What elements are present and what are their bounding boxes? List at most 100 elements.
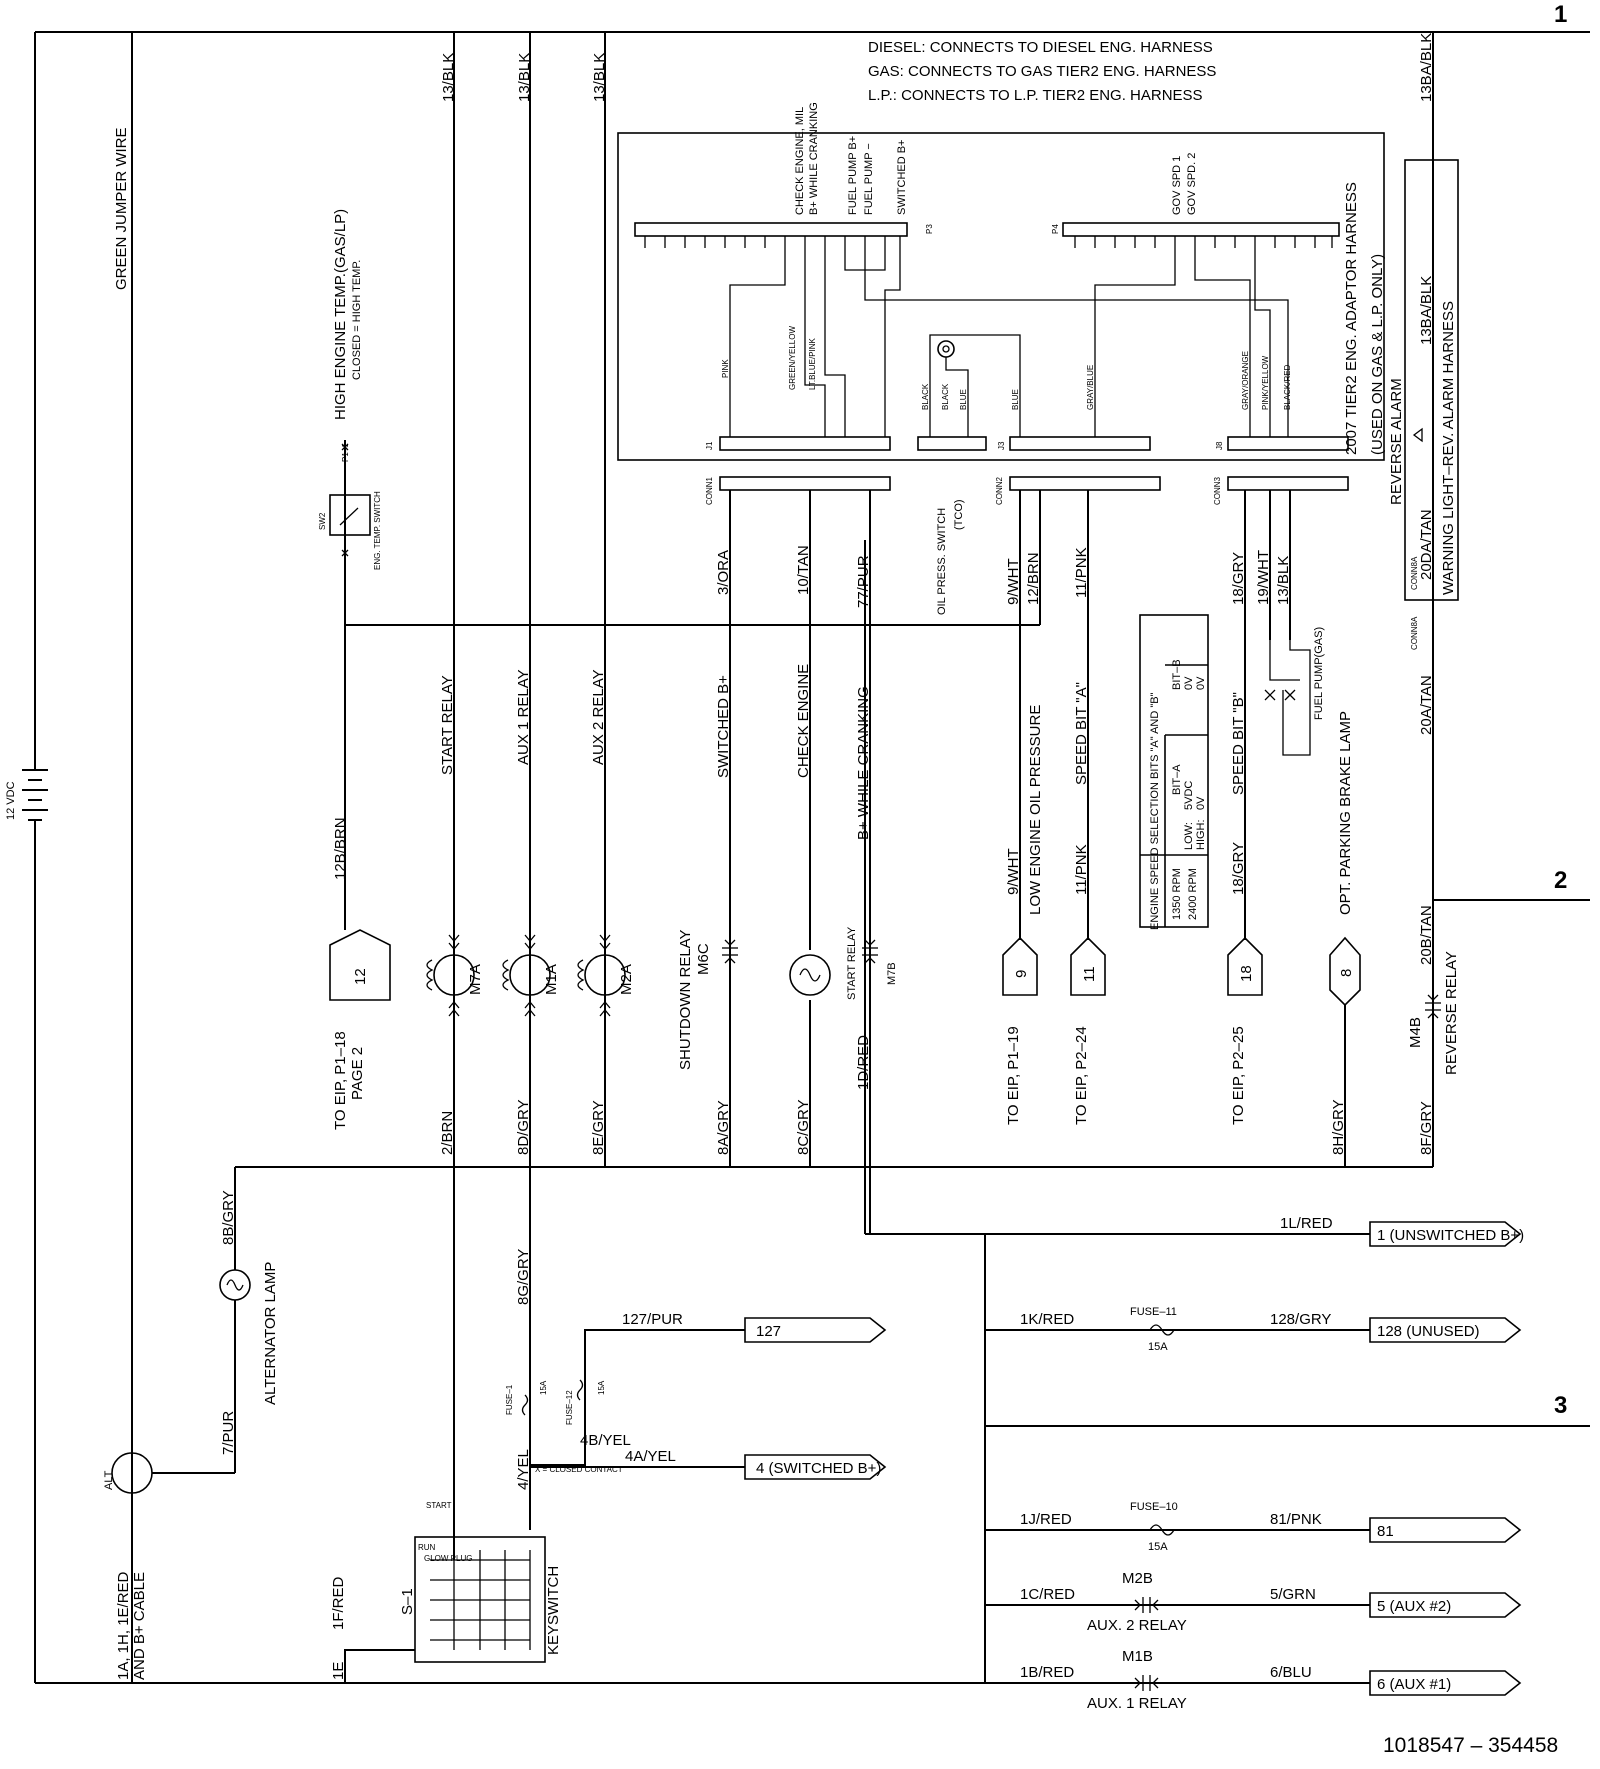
high-temp-circuit: HIGH ENGINE TEMP.(GAS/LP) CLOSED = HIGH …	[318, 209, 391, 1130]
oil-switch-label: OIL PRESS. SWITCH	[936, 508, 948, 615]
p3-label-check-engine: CHECK ENGINE, MIL	[794, 107, 806, 215]
drawing-number: 1018547 – 354458	[1383, 1734, 1558, 1757]
p3-label-fuel-pump-neg: FUEL PUMP −	[863, 143, 875, 215]
note-gas: GAS: CONNECTS TO GAS TIER2 ENG. HARNESS	[868, 63, 1216, 80]
parking-brake-wire: 8H/GRY	[1330, 1099, 1347, 1155]
fuse-10-id: FUSE–10	[1130, 1501, 1178, 1513]
conn2-label: CONN2	[995, 476, 1004, 505]
terminal-18: 18	[1238, 965, 1255, 982]
out-wire-1l: 1L/RED	[1280, 1215, 1333, 1232]
inner-wire-gray-orange: GRAY/ORANGE	[1241, 351, 1250, 410]
shutdown-relay-label: SHUTDOWN RELAY	[677, 929, 694, 1070]
p3-label: P3	[925, 224, 934, 234]
fuse-11-in: 1K/RED	[1020, 1311, 1074, 1328]
fuse-1-id: FUSE–1	[505, 1384, 514, 1415]
speed-table-title: ENGINE SPEED SELECTION BITS "A" AND "B"	[1149, 692, 1161, 930]
conn8a-label-2: CONN8A	[1410, 616, 1419, 650]
speed-col-b: BIT–B	[1171, 659, 1183, 690]
aux1-contact-in: 1B/RED	[1020, 1664, 1074, 1681]
aux1-contact-id: M1B	[1122, 1648, 1153, 1665]
aux1-contact-label: AUX. 1 RELAY	[1087, 1695, 1187, 1712]
conn2-wire-12: 12/BRN	[1025, 552, 1042, 605]
conn3-label-speed-b: SPEED BIT "B"	[1230, 692, 1247, 795]
top-wire-1: 13/BLK	[440, 53, 457, 102]
inner-wire-blue-2: BLUE	[1011, 389, 1020, 410]
conn3-wire-18: 18/GRY	[1230, 552, 1247, 605]
inner-wire-black-red: BLACK/RED	[1283, 364, 1292, 410]
fuse-1-amps: 15A	[539, 1380, 548, 1395]
relay-label-aux1: AUX 1 RELAY	[515, 669, 532, 765]
high-temp-pin: P1–1	[341, 443, 350, 462]
conn3-wire-19: 19/WHT	[1255, 550, 1272, 605]
keyswitch-contact-note: X = CLOSED CONTACT	[535, 1465, 623, 1474]
dest-p2-24: TO EIP, P2–24	[1073, 1026, 1090, 1125]
fuse-12-id: FUSE–12	[565, 1390, 574, 1425]
conn2-mid-11: 11/PNK	[1073, 844, 1090, 895]
terminal-9: 9	[1013, 970, 1030, 978]
keyswitch-start: START	[426, 1501, 452, 1510]
high-temp-sublabel: CLOSED = HIGH TEMP.	[351, 260, 363, 380]
conn1-wire-switched: 3/ORA	[715, 550, 732, 595]
keyswitch-w-4yel: 4/YEL	[515, 1449, 532, 1490]
green-jumper-label: GREEN JUMPER WIRE	[113, 127, 130, 290]
keyswitch-w-1e: 1E	[330, 1662, 347, 1680]
relay-label-aux2: AUX 2 RELAY	[590, 669, 607, 765]
alternator-circuit: ALT ALTERNATOR LAMP 8B/GRY 7/PUR 1A, 1H,…	[103, 1190, 279, 1680]
p3-label-switched: SWITCHED B+	[896, 140, 908, 215]
alternator-cable: 1A, 1H, 1E/RED	[115, 1571, 132, 1680]
out-label-128: 128 (UNUSED)	[1377, 1323, 1480, 1340]
aux2-contact-in: 1C/RED	[1020, 1586, 1075, 1603]
high-temp-terminal: 12	[352, 968, 369, 985]
fuse-11-amps: 15A	[1148, 1341, 1168, 1353]
harness-title: 2007 TIER2 ENG. ADAPTOR HARNESS	[1343, 182, 1360, 455]
reverse-w4: 20B/TAN	[1418, 905, 1435, 965]
page-marker-3: 3	[1554, 1392, 1567, 1419]
connector-row: CONN1 CONN2 CONN3 OIL PRESS. SWITCH (TCO…	[705, 476, 1349, 615]
relay-id-aux2: M2A	[618, 964, 635, 995]
wire-4b: 4B/YEL	[580, 1432, 631, 1449]
speed-low: LOW:	[1183, 822, 1195, 850]
page-marker-1: 1	[1554, 1, 1567, 28]
conn2-label-oil: LOW ENGINE OIL PRESSURE	[1027, 705, 1044, 915]
conn8a-label-1: CONN8A	[1410, 556, 1419, 590]
out-wire-4a: 4A/YEL	[625, 1448, 676, 1465]
j8-label: J8	[1215, 441, 1224, 450]
relay-label-start: START RELAY	[439, 675, 456, 775]
conn1-wire-cranking: 77/PUR	[855, 555, 872, 608]
j1-label: J1	[705, 441, 714, 450]
conn2-label-speed-a: SPEED BIT "A"	[1073, 682, 1090, 785]
shutdown-relay-id: M6C	[695, 943, 712, 975]
p4-label: P4	[1051, 224, 1060, 234]
relay-id-start: M7A	[467, 964, 484, 995]
out-label-5: 5 (AUX #2)	[1377, 1598, 1451, 1615]
p3-label-b-cranking: B+ WHILE CRANKING	[808, 102, 820, 215]
out-wire-128: 128/GRY	[1270, 1311, 1331, 1328]
conn1-label-check: CHECK ENGINE	[795, 664, 812, 778]
harness-subtitle: (USED ON GAS & L.P. ONLY)	[1369, 254, 1386, 455]
note-diesel: DIESEL: CONNECTS TO DIESEL ENG. HARNESS	[868, 39, 1213, 56]
keyswitch-w-in: 1F/RED	[330, 1576, 347, 1630]
conn2-mid-9: 9/WHT	[1005, 848, 1022, 895]
fuse-12-amps: 15A	[597, 1380, 606, 1395]
out-wire-127: 127/PUR	[622, 1311, 683, 1328]
aux2-contact-id: M2B	[1122, 1570, 1153, 1587]
out-wire-6: 6/BLU	[1270, 1664, 1312, 1681]
reverse-relay-id: M4B	[1407, 1017, 1424, 1048]
conn1-label-cranking: B+ WHILE CRANKING	[855, 686, 872, 840]
relay-id-aux1: M1A	[543, 964, 560, 995]
page-markers: 1 2 3	[1554, 1, 1567, 1419]
out-label-4: 4 (SWITCHED B+)	[756, 1460, 881, 1477]
reverse-w-13ba: 13BA/BLK	[1418, 276, 1435, 345]
inner-wire-blue-1: BLUE	[959, 389, 968, 410]
fuse-11-id: FUSE–11	[1130, 1306, 1177, 1318]
keyswitch-id: S–1	[399, 1588, 416, 1615]
reverse-w2: 20DA/TAN	[1418, 509, 1435, 580]
inner-wire-gray-blue: GRAY/BLUE	[1086, 365, 1095, 410]
top-wire-2: 13/BLK	[516, 53, 533, 102]
terminal-11: 11	[1081, 966, 1098, 982]
fuse-10-in: 1J/RED	[1020, 1511, 1072, 1528]
conn2-wires: 9/WHT 12/BRN 11/PNK LOW ENGINE OIL PRESS…	[1002, 490, 1106, 1125]
speed-a-low: 5VDC	[1183, 781, 1195, 810]
keyswitch-w-8g: 8G/GRY	[515, 1249, 532, 1305]
keyswitch-label: KEYSWITCH	[545, 1566, 562, 1655]
